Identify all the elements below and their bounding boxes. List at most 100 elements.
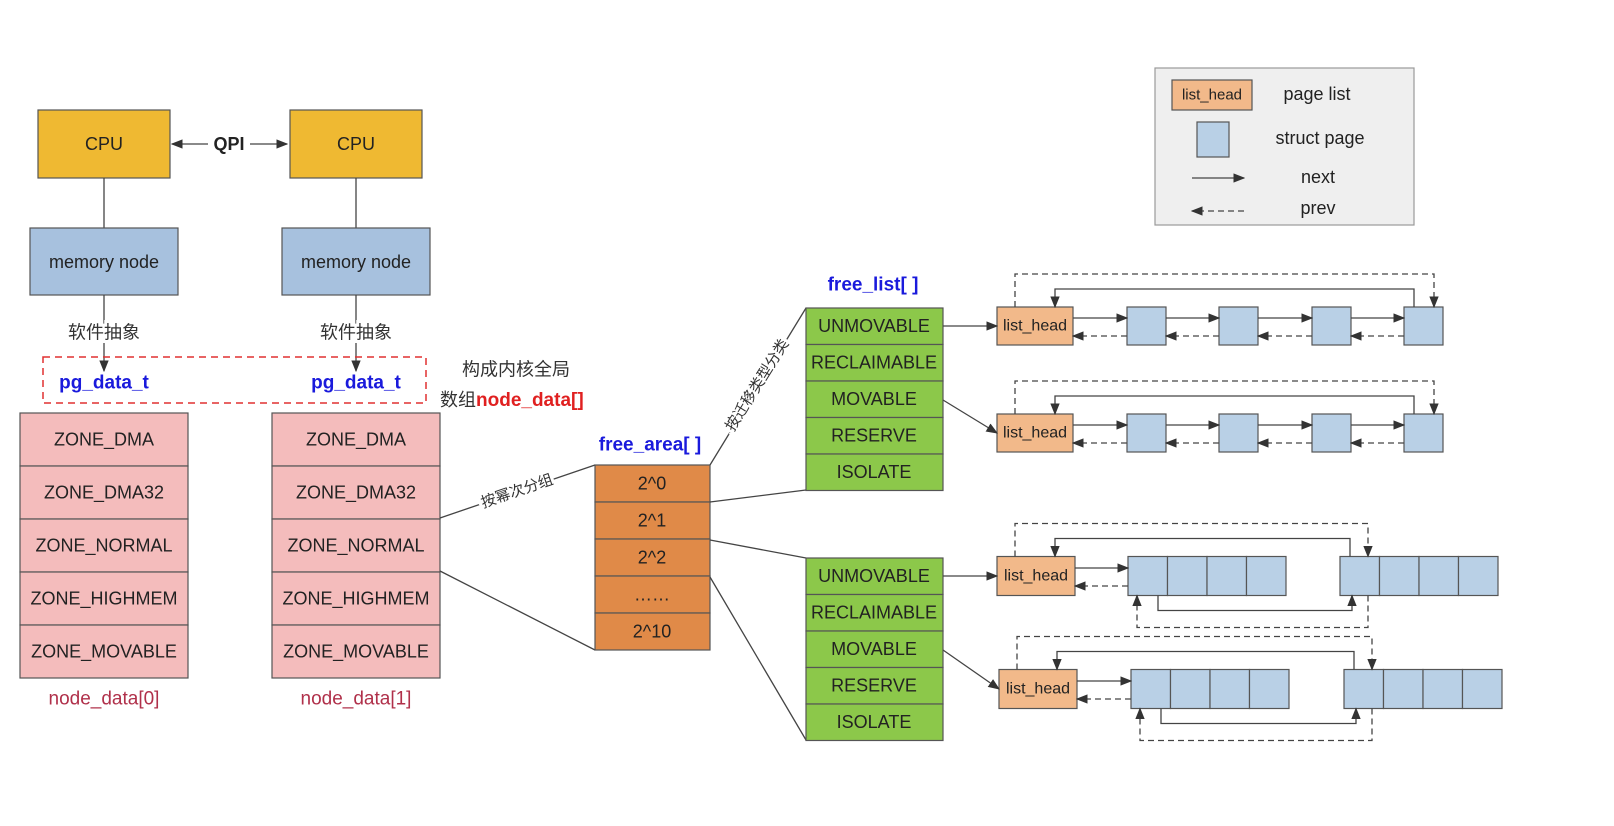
next-wrap-arrow xyxy=(1050,537,1351,558)
free-area-order-cell xyxy=(594,501,711,540)
struct-page-box xyxy=(1169,668,1211,710)
prev-wrap-arrow xyxy=(1014,273,1439,309)
struct-page-box xyxy=(1206,555,1248,597)
legend-list-head-label: list_head xyxy=(1182,87,1242,104)
migrate-type-label: RECLAIMABLE xyxy=(811,353,937,373)
struct-page-box xyxy=(1166,555,1208,597)
zone-label: ZONE_HIGHMEM xyxy=(30,589,177,610)
migrate-type-label: ISOLATE xyxy=(837,462,912,482)
zone-cell xyxy=(271,518,441,573)
free-list-title: free_list[ ] xyxy=(828,275,919,296)
struct-page-box xyxy=(1403,413,1444,453)
cpu-label: CPU xyxy=(337,134,375,154)
free-area-to-free-list-line xyxy=(709,489,807,503)
struct-page-box xyxy=(1422,668,1464,710)
migrate-type-cell xyxy=(805,703,944,742)
prev-wrap-arrow xyxy=(1014,522,1373,558)
struct-page-box xyxy=(1218,306,1259,346)
legend-struct-page-swatch xyxy=(1196,121,1230,158)
free-area-order-label: 2^2 xyxy=(638,548,666,568)
zone-cell xyxy=(19,571,189,626)
free-area-order-label: 2^1 xyxy=(638,511,666,531)
struct-page-box xyxy=(1209,668,1251,710)
block-next-arrow xyxy=(1160,707,1361,725)
node-data-caption: node_data[1] xyxy=(301,689,412,710)
node-data-highlight: node_data[] xyxy=(476,390,584,411)
struct-page-box xyxy=(1311,306,1352,346)
zone-label: ZONE_DMA xyxy=(306,430,406,451)
list-head-label: list_head xyxy=(1006,681,1070,698)
next-wrap-arrow xyxy=(1052,650,1355,671)
free-area-to-free-list-line xyxy=(709,307,807,466)
next-wrap-arrow xyxy=(1050,395,1415,416)
zone-to-free-area-line-bottom xyxy=(439,570,596,651)
zone-cell xyxy=(19,465,189,520)
migrate-type-label: UNMOVABLE xyxy=(818,316,930,336)
struct-page-box xyxy=(1311,413,1352,453)
struct-page-box xyxy=(1130,668,1172,710)
memory-node-box xyxy=(29,227,179,296)
migrate-type-label: UNMOVABLE xyxy=(818,566,930,586)
struct-page-box xyxy=(1418,555,1460,597)
cpu-label: CPU xyxy=(85,134,123,154)
memory-node-label: memory node xyxy=(49,252,159,272)
zone-label: ZONE_MOVABLE xyxy=(31,642,177,663)
migrate-type-label: RESERVE xyxy=(831,676,917,696)
memory-node-box xyxy=(281,227,431,296)
pg-data-t-label: pg_data_t xyxy=(59,373,149,394)
free-area-title: free_area[ ] xyxy=(599,435,701,456)
movable-to-list-arrow xyxy=(942,649,1000,690)
legend-list-head-swatch xyxy=(1171,79,1253,111)
cpu-box xyxy=(37,109,171,179)
zone-label: ZONE_MOVABLE xyxy=(283,642,429,663)
struct-page-box xyxy=(1218,413,1259,453)
global-note-prefix: 数组 xyxy=(440,390,476,411)
zone-cell xyxy=(19,624,189,679)
struct-page-box xyxy=(1457,555,1499,597)
free-area-order-label: …… xyxy=(634,585,670,605)
legend-page-list-label: page list xyxy=(1283,84,1350,104)
group-by-order-label: 按幂次分组 xyxy=(479,470,556,511)
struct-page-box xyxy=(1248,668,1290,710)
struct-page-box xyxy=(1461,668,1503,710)
free-area-to-free-list-line xyxy=(709,539,807,559)
zone-cell xyxy=(271,412,441,467)
node-data-caption: node_data[0] xyxy=(49,689,160,710)
migrate-type-cell xyxy=(805,380,944,419)
movable-to-list-arrow xyxy=(942,399,998,434)
list-head-box xyxy=(998,668,1078,710)
zone-cell xyxy=(271,465,441,520)
free-area-order-cell xyxy=(594,538,711,577)
struct-page-box xyxy=(1127,555,1169,597)
struct-page-box xyxy=(1403,306,1444,346)
zone-label: ZONE_NORMAL xyxy=(287,536,424,557)
free-area-order-cell xyxy=(594,464,711,503)
migrate-type-cell xyxy=(805,416,944,455)
zone-label: ZONE_NORMAL xyxy=(35,536,172,557)
software-abstraction-label: 软件抽象 xyxy=(68,323,140,344)
memory-node-label: memory node xyxy=(301,252,411,272)
struct-page-box xyxy=(1339,555,1381,597)
struct-page-box xyxy=(1343,668,1385,710)
migrate-type-cell xyxy=(805,630,944,669)
zone-cell xyxy=(19,412,189,467)
free-area-to-free-list-line xyxy=(709,576,807,741)
migrate-type-label: MOVABLE xyxy=(831,639,917,659)
zone-to-free-area-line-top xyxy=(439,464,596,519)
block-prev-arrow xyxy=(1135,707,1373,742)
free-area-order-cell xyxy=(594,575,711,614)
list-head-label: list_head xyxy=(1003,425,1067,442)
pg-data-t-label: pg_data_t xyxy=(311,373,401,394)
migrate-type-label: RESERVE xyxy=(831,426,917,446)
migrate-type-cell xyxy=(805,666,944,705)
migrate-type-cell xyxy=(805,343,944,382)
free-area-order-label: 2^0 xyxy=(638,474,666,494)
zone-label: ZONE_DMA32 xyxy=(44,483,164,504)
free-area-order-cell xyxy=(594,612,711,651)
migrate-type-cell xyxy=(805,557,944,596)
software-abstraction-label: 软件抽象 xyxy=(320,323,392,344)
list-head-box xyxy=(996,306,1074,346)
qpi-label: QPI xyxy=(213,134,244,154)
